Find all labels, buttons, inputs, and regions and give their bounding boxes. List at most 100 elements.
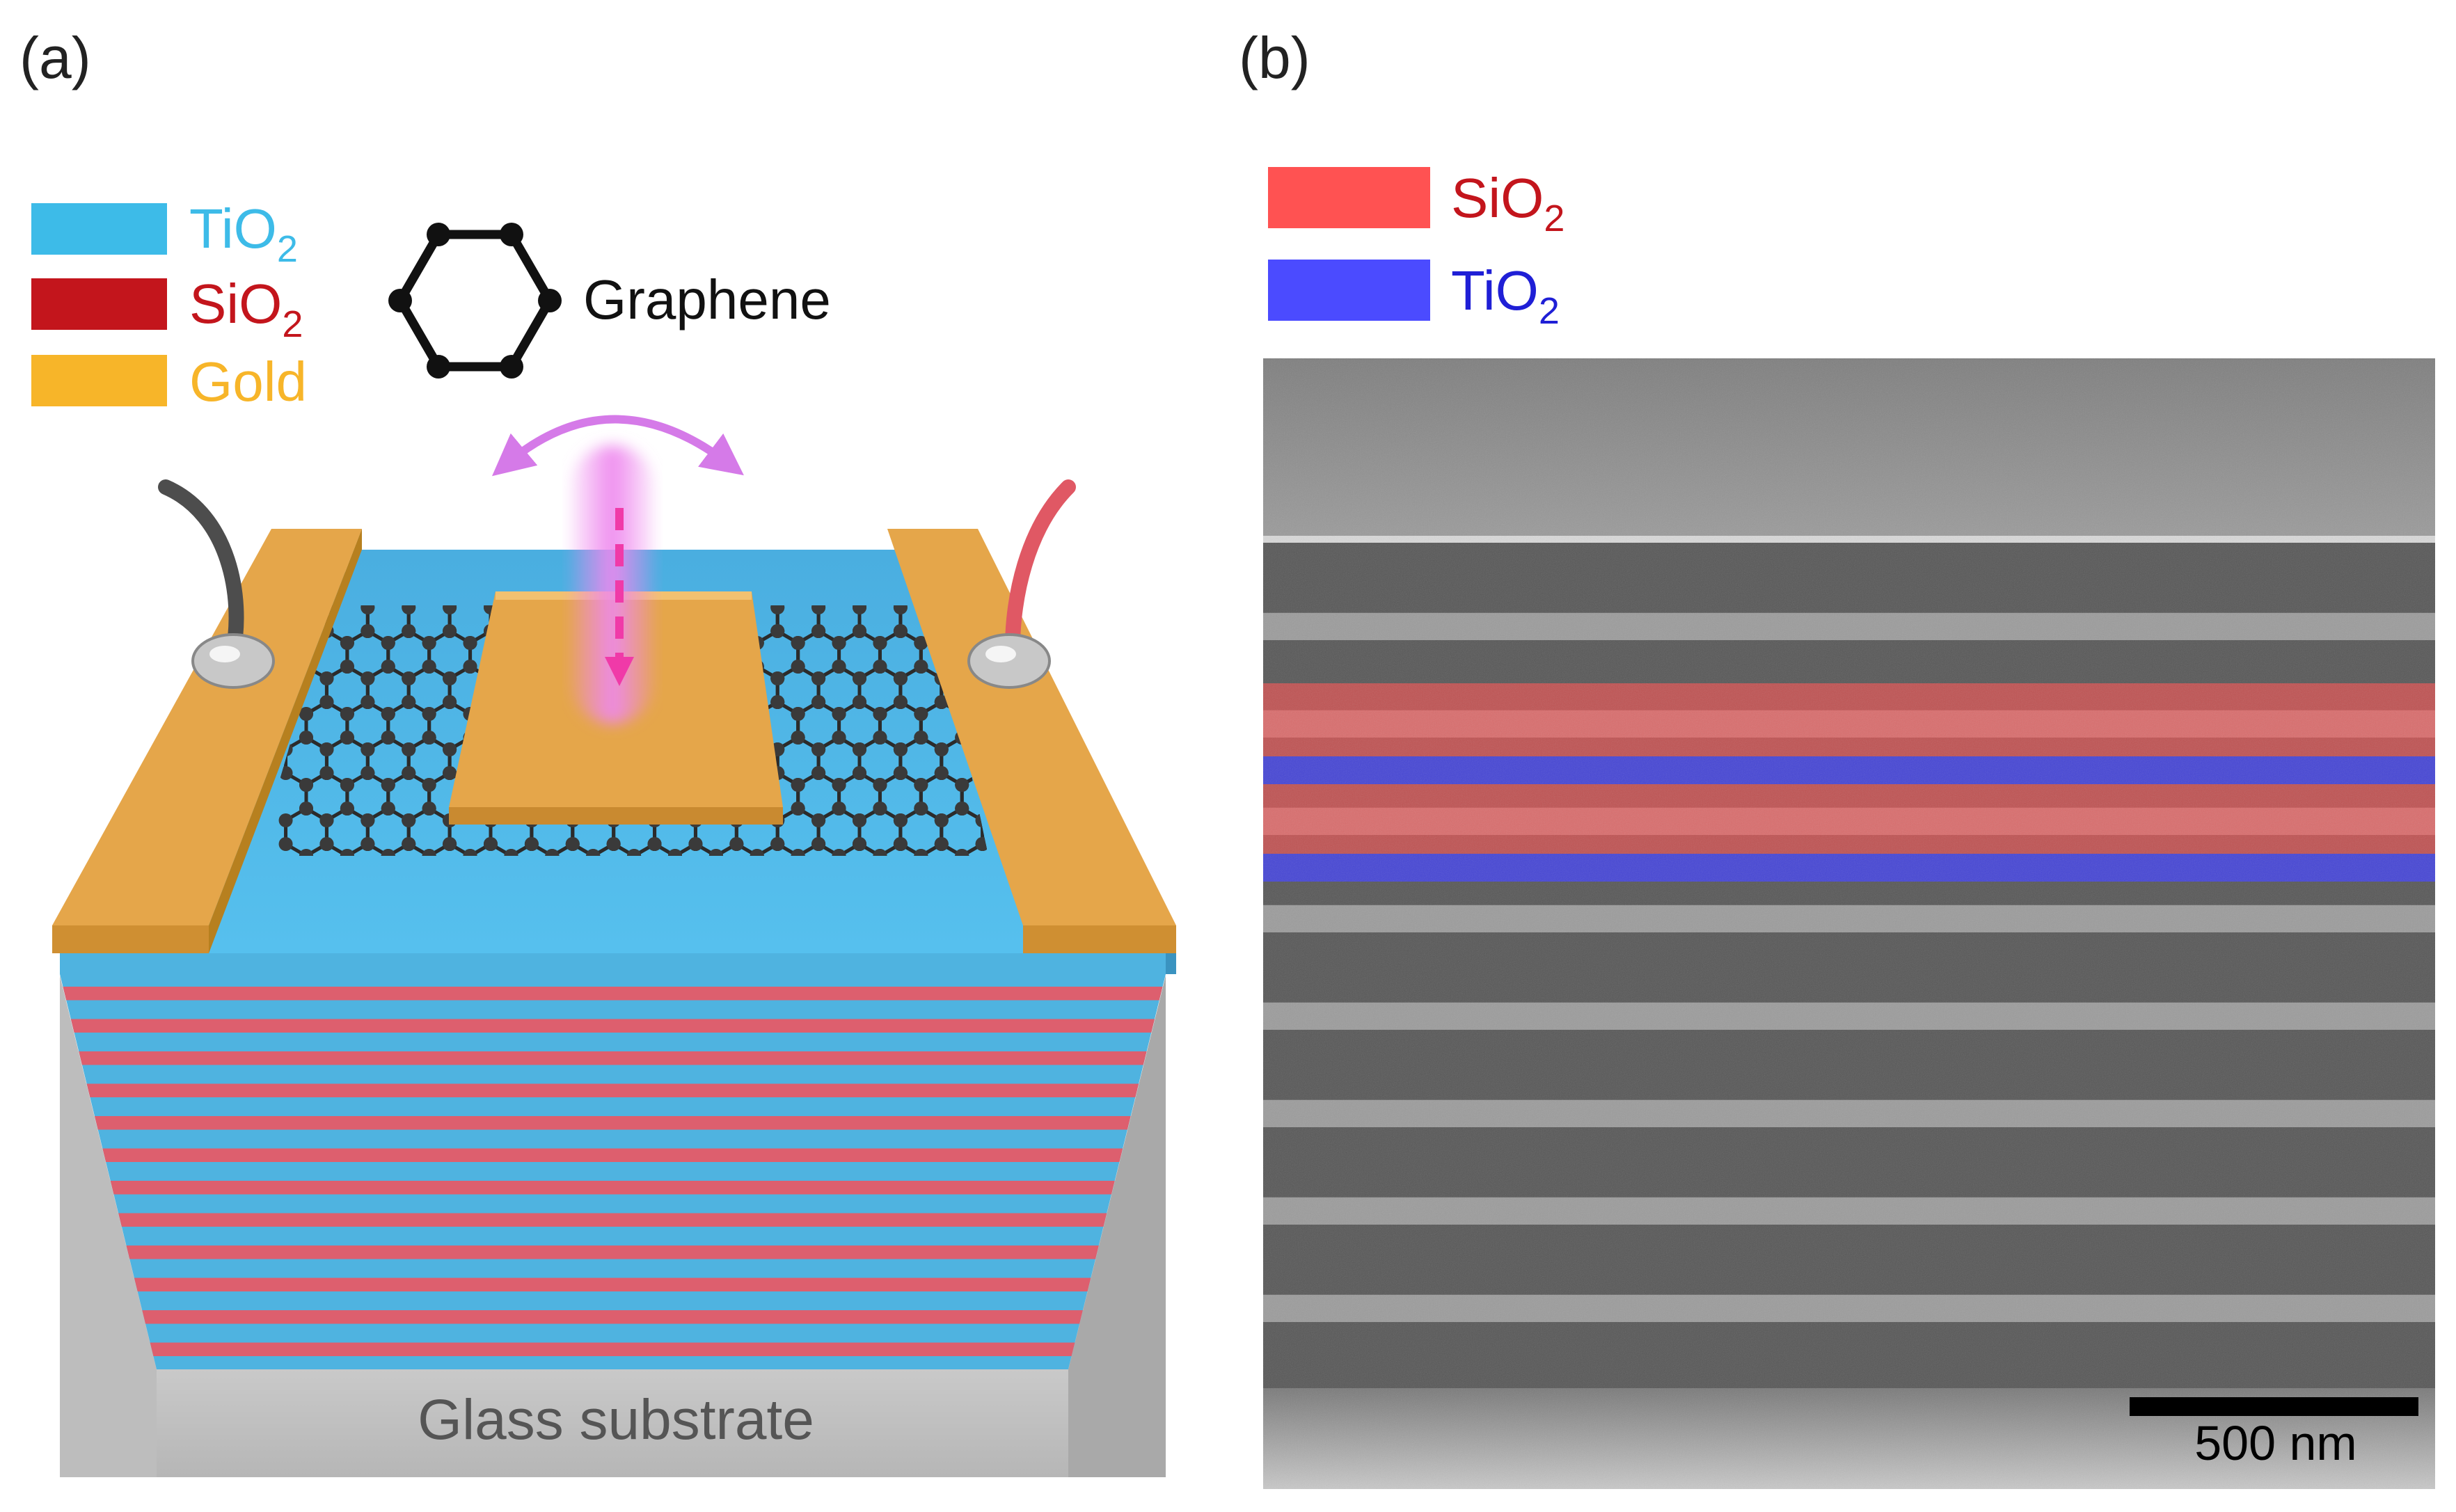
wire-left bbox=[158, 479, 275, 689]
gold-electrode-right bbox=[887, 529, 1176, 953]
legend-label-tio2-sub: 2 bbox=[277, 228, 298, 270]
graphene-atom bbox=[463, 636, 477, 650]
graphene-atom bbox=[545, 849, 560, 856]
graphene-atom bbox=[402, 813, 416, 827]
svg-text:TiO2: TiO2 bbox=[1451, 260, 1560, 332]
graphene-atom bbox=[934, 695, 949, 709]
graphene-atom bbox=[402, 671, 416, 685]
panel-b-legend: SiO2 TiO2 bbox=[1268, 167, 1564, 332]
legend-label-sio2-b-sub: 2 bbox=[1544, 198, 1564, 239]
graphene-atom bbox=[853, 742, 867, 756]
graphene-atom bbox=[484, 837, 498, 851]
graphene-atom bbox=[340, 660, 354, 674]
graphene-atom bbox=[914, 636, 928, 650]
multilayer-stack bbox=[60, 950, 1176, 1369]
graphene-atom bbox=[873, 778, 887, 792]
graphene-atom bbox=[668, 849, 683, 856]
graphene-atom bbox=[893, 624, 908, 638]
graphene-atom bbox=[853, 766, 867, 780]
graphene-atom bbox=[443, 671, 457, 685]
graphene-atom bbox=[422, 802, 436, 815]
sem-image bbox=[1263, 358, 2435, 1489]
graphene-atom bbox=[381, 636, 395, 650]
graphene-atom bbox=[381, 660, 395, 674]
graphene-atom bbox=[791, 707, 805, 721]
graphene-atom bbox=[381, 802, 395, 815]
scale-bar-label: 500 nm bbox=[2194, 1416, 2356, 1470]
sio2-stripe bbox=[94, 1116, 1131, 1130]
glass-substrate bbox=[60, 976, 1166, 1477]
graphene-atom bbox=[361, 742, 375, 756]
graphene-atom bbox=[729, 837, 744, 851]
graphene-atom bbox=[811, 837, 826, 851]
graphene-atom bbox=[832, 849, 846, 856]
graphene-atom bbox=[361, 837, 375, 851]
graphene-atom bbox=[750, 849, 764, 856]
graphene-atom bbox=[443, 837, 457, 851]
legend-item-sio2: SiO2 bbox=[31, 273, 303, 345]
graphene-hexagon-icon bbox=[388, 223, 562, 379]
legend-label-tio2-b: TiO bbox=[1451, 260, 1539, 321]
graphene-atom bbox=[832, 707, 846, 721]
graphene-atom bbox=[914, 660, 928, 674]
graphene-atom bbox=[361, 766, 375, 780]
graphene-label: Graphene bbox=[583, 269, 831, 331]
graphene-atom bbox=[361, 695, 375, 709]
legend-item-tio2: TiO2 bbox=[31, 198, 298, 270]
graphene-atom bbox=[811, 671, 826, 685]
graphene-atom bbox=[340, 849, 354, 856]
graphene-atom bbox=[873, 849, 887, 856]
graphene-atom bbox=[853, 671, 867, 685]
graphene-atom bbox=[934, 766, 949, 780]
graphene-atom bbox=[914, 707, 928, 721]
graphene-atom bbox=[811, 695, 826, 709]
legend-swatch-tio2 bbox=[31, 203, 167, 255]
svg-text:Gold: Gold bbox=[189, 351, 307, 413]
graphene-atom bbox=[811, 605, 826, 614]
graphene-atom bbox=[299, 802, 313, 815]
graphene-atom bbox=[422, 731, 436, 745]
legend-swatch-sio2-b bbox=[1268, 167, 1430, 228]
panel-a-label: (a) bbox=[19, 25, 91, 90]
graphene-atom bbox=[770, 837, 785, 851]
graphene-atom bbox=[319, 837, 334, 851]
graphene-atom bbox=[791, 802, 805, 815]
graphene-atom bbox=[361, 605, 375, 614]
graphene-atom bbox=[422, 778, 436, 792]
graphene-atom bbox=[832, 636, 846, 650]
graphene-atom bbox=[873, 802, 887, 815]
graphene-atom bbox=[278, 813, 293, 827]
substrate-label: Glass substrate bbox=[418, 1388, 814, 1451]
graphene-atom bbox=[402, 837, 416, 851]
graphene-atom bbox=[463, 660, 477, 674]
graphene-atom bbox=[934, 742, 949, 756]
graphene-atom bbox=[791, 636, 805, 650]
graphene-atom bbox=[832, 802, 846, 815]
graphene-atom bbox=[319, 813, 334, 827]
svg-text:TiO2: TiO2 bbox=[189, 198, 298, 270]
graphene-atom bbox=[647, 837, 662, 851]
graphene-atom bbox=[443, 605, 457, 614]
graphene-atom bbox=[934, 837, 949, 851]
graphene-atom bbox=[381, 849, 395, 856]
legend-label-sio2: SiO bbox=[189, 273, 282, 335]
legend-item-tio2-b: TiO2 bbox=[1268, 260, 1560, 332]
light-beam bbox=[571, 445, 654, 724]
graphene-atom bbox=[606, 837, 621, 851]
graphene-atom bbox=[402, 624, 416, 638]
graphene-atom bbox=[319, 766, 334, 780]
graphene-atom bbox=[361, 813, 375, 827]
gold-electrode-left bbox=[52, 529, 362, 953]
graphene-atom bbox=[893, 605, 908, 614]
legend-label-tio2: TiO bbox=[189, 198, 277, 260]
graphene-atom bbox=[955, 802, 969, 815]
sio2-stripe bbox=[142, 1310, 1083, 1324]
graphene-atom bbox=[853, 695, 867, 709]
graphene-atom bbox=[873, 731, 887, 745]
graphene-atom bbox=[422, 707, 436, 721]
graphene-atom bbox=[873, 636, 887, 650]
graphene-atom bbox=[340, 707, 354, 721]
graphene-atom bbox=[873, 707, 887, 721]
sio2-stripe bbox=[134, 1278, 1091, 1292]
